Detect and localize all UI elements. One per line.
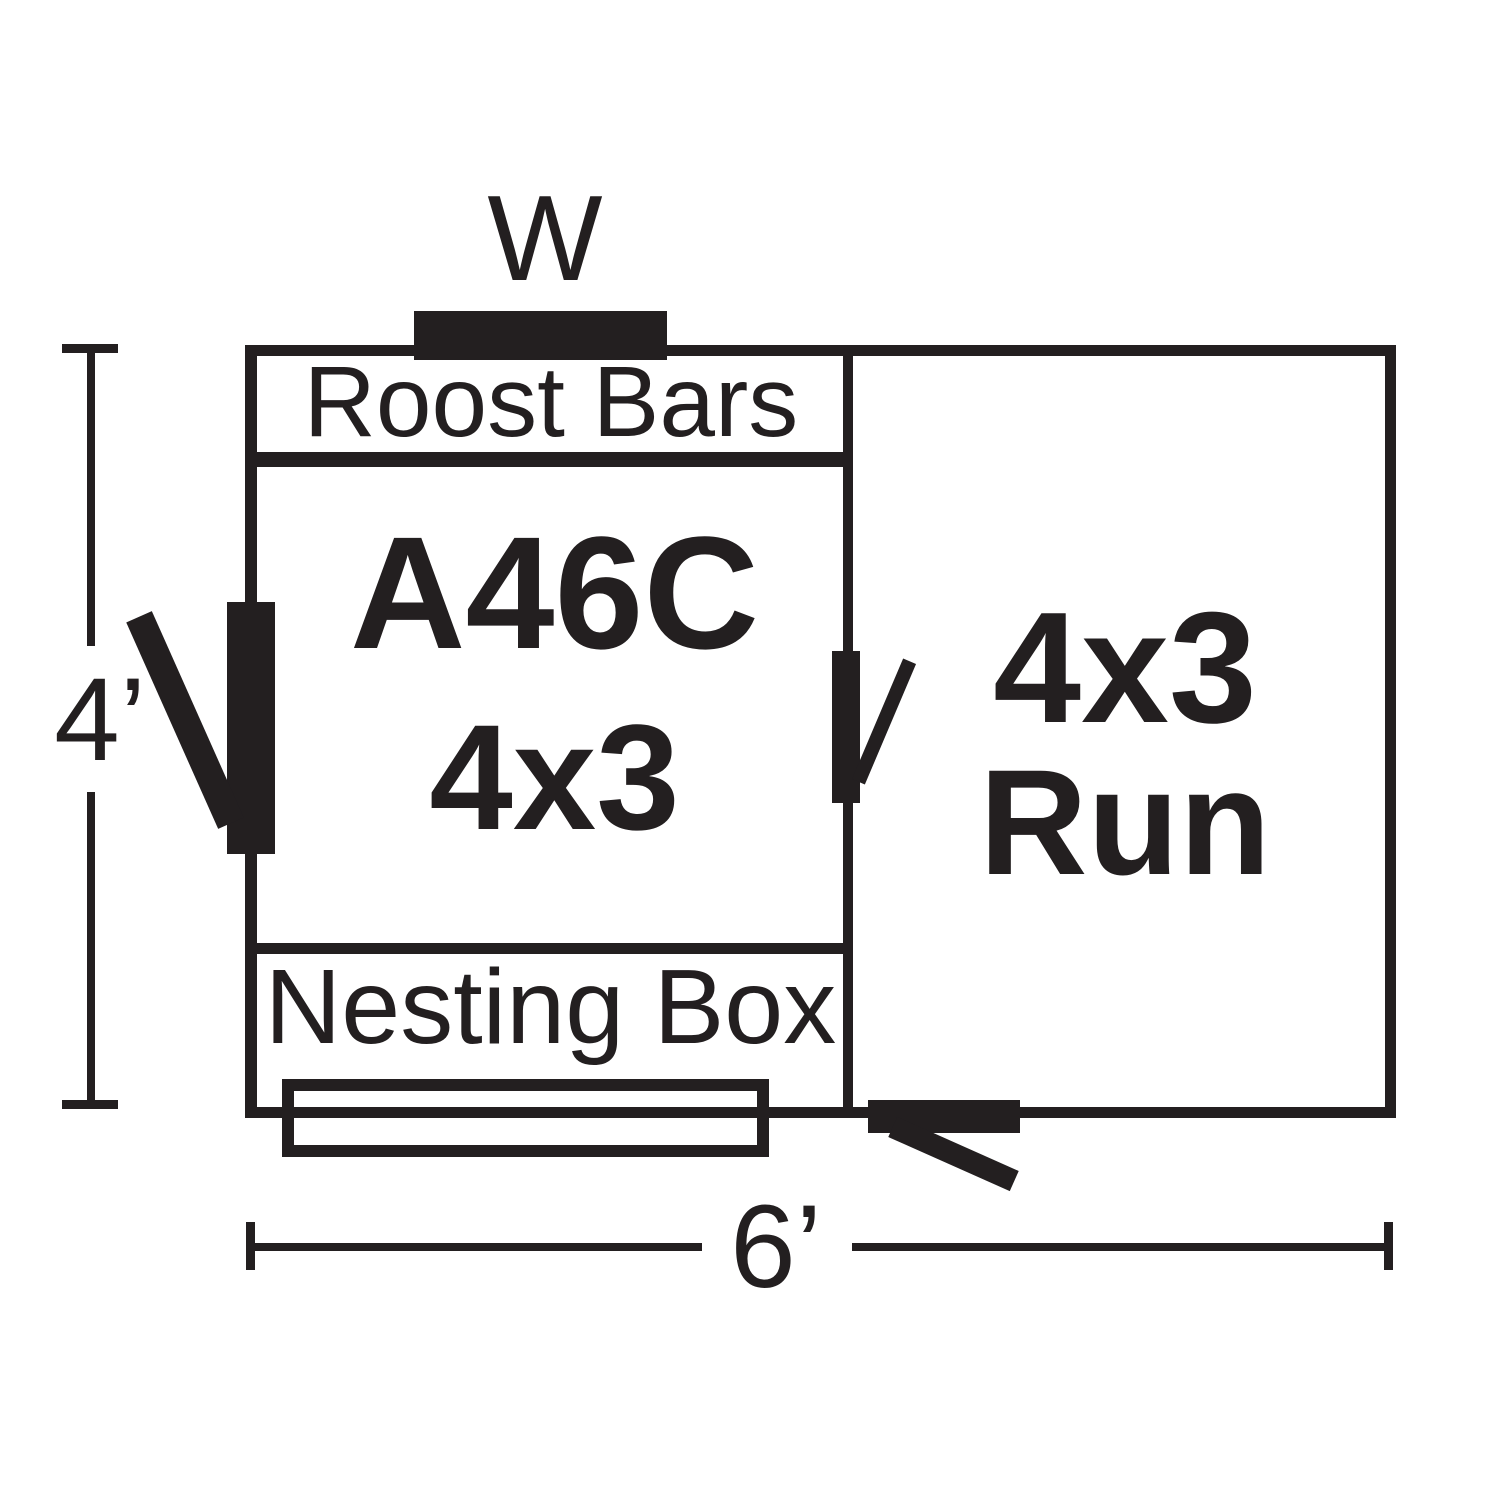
coop-size-label: 4x3: [429, 693, 680, 861]
coop-model-label: A46C: [349, 502, 760, 682]
coop-top-wall: [245, 345, 1396, 356]
nesting-box-line: [251, 943, 850, 954]
height-dimension-lower-segment: [87, 792, 95, 1108]
nesting-box-label: Nesting Box: [264, 947, 837, 1066]
window-marker: [414, 311, 667, 360]
height-dimension-top-cap: [62, 344, 118, 353]
width-dimension-left-segment: [250, 1243, 702, 1251]
width-dimension-right-segment: [852, 1243, 1389, 1251]
roost-bars-line: [257, 452, 845, 467]
roost-bars-label: Roost Bars: [303, 345, 799, 458]
run-size-label: 4x3: [993, 579, 1257, 756]
coop-bottom-wall: [245, 1107, 1396, 1118]
nesting-box-access: [282, 1079, 769, 1157]
window-label: W: [487, 169, 603, 306]
height-dimension-upper-segment: [87, 350, 95, 646]
run-name-label: Run: [979, 737, 1271, 906]
coop-right-wall: [1385, 345, 1396, 1118]
height-dimension-bottom-cap: [62, 1100, 118, 1109]
width-dimension-label: 6’: [730, 1181, 822, 1313]
run-door-panel: [868, 1100, 1020, 1133]
height-dimension-label: 4’: [54, 654, 146, 786]
width-dimension-right-tick: [1384, 1222, 1393, 1270]
